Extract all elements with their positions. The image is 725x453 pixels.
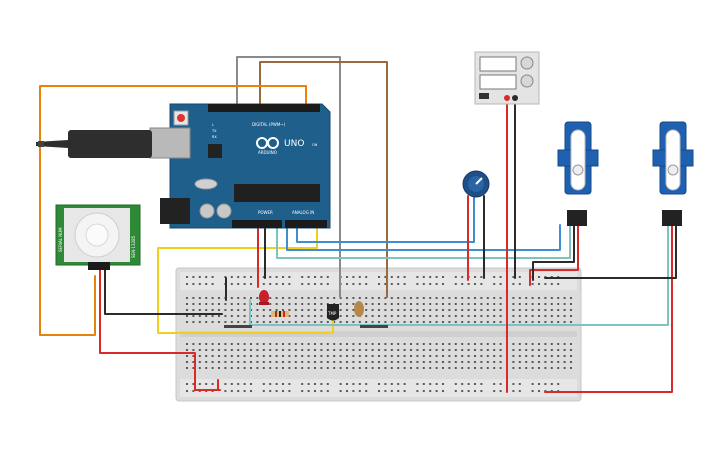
wire-gray	[236, 56, 341, 298]
capacitor-2	[216, 203, 232, 219]
supply-positive-terminal	[504, 95, 510, 101]
power-header-label: POWER	[258, 210, 273, 215]
photoresistor	[354, 301, 364, 317]
temperature-sensor: TMP	[327, 304, 339, 321]
servo-2-connector	[662, 210, 682, 226]
power-switch[interactable]	[479, 93, 489, 99]
wire-blue-2	[286, 224, 561, 251]
breadboard-holes	[186, 276, 572, 392]
voltage-knob[interactable]	[520, 56, 534, 70]
servo-1-connector	[567, 210, 587, 226]
dc-jack	[160, 198, 190, 224]
servo-2-horn[interactable]	[665, 129, 681, 191]
digital-header	[208, 104, 320, 112]
wires	[39, 56, 677, 393]
current-display	[479, 74, 517, 90]
servo-2	[652, 121, 694, 226]
wire-red-pir	[99, 269, 221, 391]
pir-header	[88, 262, 110, 270]
wire-orange	[39, 85, 307, 336]
wire-black-servo-2	[544, 224, 677, 279]
resistor	[271, 311, 289, 317]
pir-label-left: SERIAL NUM	[58, 227, 63, 252]
usb-chip	[208, 144, 222, 158]
arduino-brand-text: ARDUINO	[258, 150, 277, 155]
analog-header	[285, 220, 327, 228]
pir-label-right: SEN-13285	[131, 235, 136, 258]
pir-sensor: SERIAL NUM SEN-13285	[55, 204, 141, 270]
crystal	[194, 178, 218, 190]
wire-blue-1	[296, 195, 475, 243]
breadboard	[175, 267, 582, 402]
atmega-chip	[234, 184, 320, 202]
supply-negative-terminal	[512, 95, 518, 101]
arduino-model-text: UNO	[284, 139, 304, 149]
arduino-logo	[256, 137, 279, 149]
pushbutton-jumpers	[224, 325, 388, 328]
digital-header-label: DIGITAL (PWM~)	[252, 122, 286, 127]
servo-1	[557, 121, 599, 226]
wire-yellow	[157, 224, 334, 334]
breadboard-bottom-power-rail	[180, 379, 577, 397]
wire-teal-2	[249, 224, 669, 326]
breadboard-top-power-rail	[180, 272, 577, 290]
led-red	[259, 290, 269, 305]
rx-label: RX	[212, 135, 217, 139]
wire-red-servo-1	[529, 224, 579, 286]
temperature-sensor-label: TMP	[327, 311, 337, 316]
servo-1-horn[interactable]	[570, 129, 586, 191]
voltage-display	[479, 56, 517, 72]
wire-teal-1	[276, 224, 571, 259]
wire-red-servo-2	[544, 224, 673, 393]
capacitor-1	[199, 203, 215, 219]
tx-label: TX	[211, 129, 217, 133]
breadboard-center-channel	[180, 331, 577, 337]
arduino-uno-board: ARDUINO UNO DIGITAL (PWM~) POWER ANALOG …	[149, 103, 331, 229]
power-header	[232, 220, 282, 228]
wire-black-pir	[104, 269, 223, 315]
analog-header-label: ANALOG IN	[292, 210, 314, 215]
potentiometer[interactable]	[462, 170, 490, 198]
l-led-label: L	[212, 123, 214, 127]
usb-port	[149, 127, 191, 159]
on-label: ON	[312, 143, 318, 147]
current-knob[interactable]	[520, 74, 534, 88]
wire-black-servo-1	[532, 224, 575, 281]
usb-cable	[36, 130, 152, 158]
power-supply	[474, 51, 540, 105]
